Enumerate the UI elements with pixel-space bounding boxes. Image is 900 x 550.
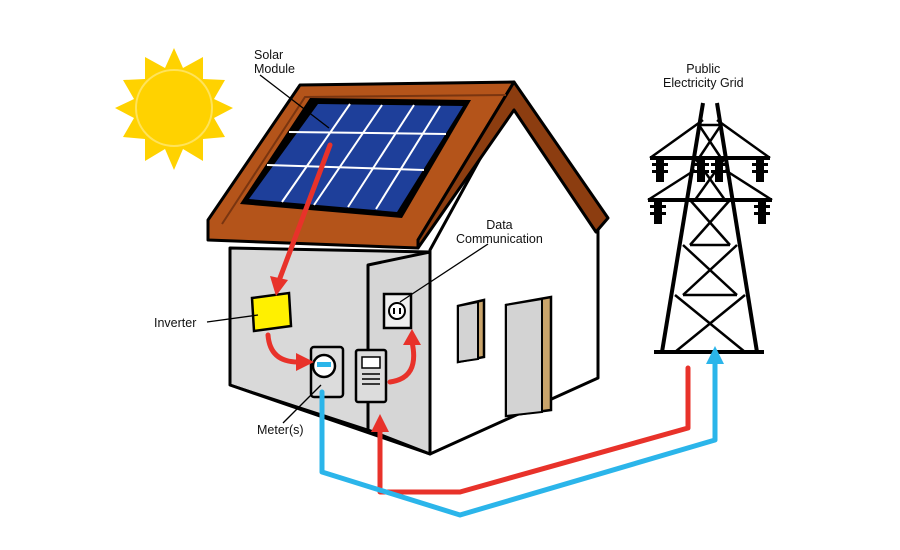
data-communication-label-line2: Communication [456,232,543,246]
meter-icon [309,345,345,399]
inverter-to-meter-arrow [265,332,301,365]
sun-icon [115,48,233,170]
panel-to-inverter-arrow [277,142,333,281]
inverter-icon [250,291,293,333]
meter-to-outlet-arrow [387,339,417,385]
solar-module-label-line1: Solar [254,48,284,62]
public-grid-label: Public Electricity Grid [663,62,744,90]
solar-panel-icon [240,98,471,218]
inverter-label: Inverter [154,316,197,330]
meters-label: Meter(s) [257,423,304,437]
insulators [650,158,770,224]
leader-lines [206,74,489,424]
solar-module-label: Solar Module [254,48,295,76]
export-to-grid-arrow [377,365,691,495]
outlet-icon [382,292,413,330]
house [206,80,610,456]
window [456,298,486,364]
transmission-tower-icon [647,102,773,354]
data-communication-label: Data Communication [456,218,543,246]
door [504,295,553,418]
import-from-grid-arrow [319,359,718,518]
public-grid-label-line2: Electricity Grid [663,76,744,90]
data-communication-label-line1: Data [486,218,513,232]
solar-module-label-line2: Module [254,62,295,76]
meter-icon [354,348,388,404]
public-grid-label-line1: Public [686,62,721,76]
flow-arrows [265,142,724,518]
